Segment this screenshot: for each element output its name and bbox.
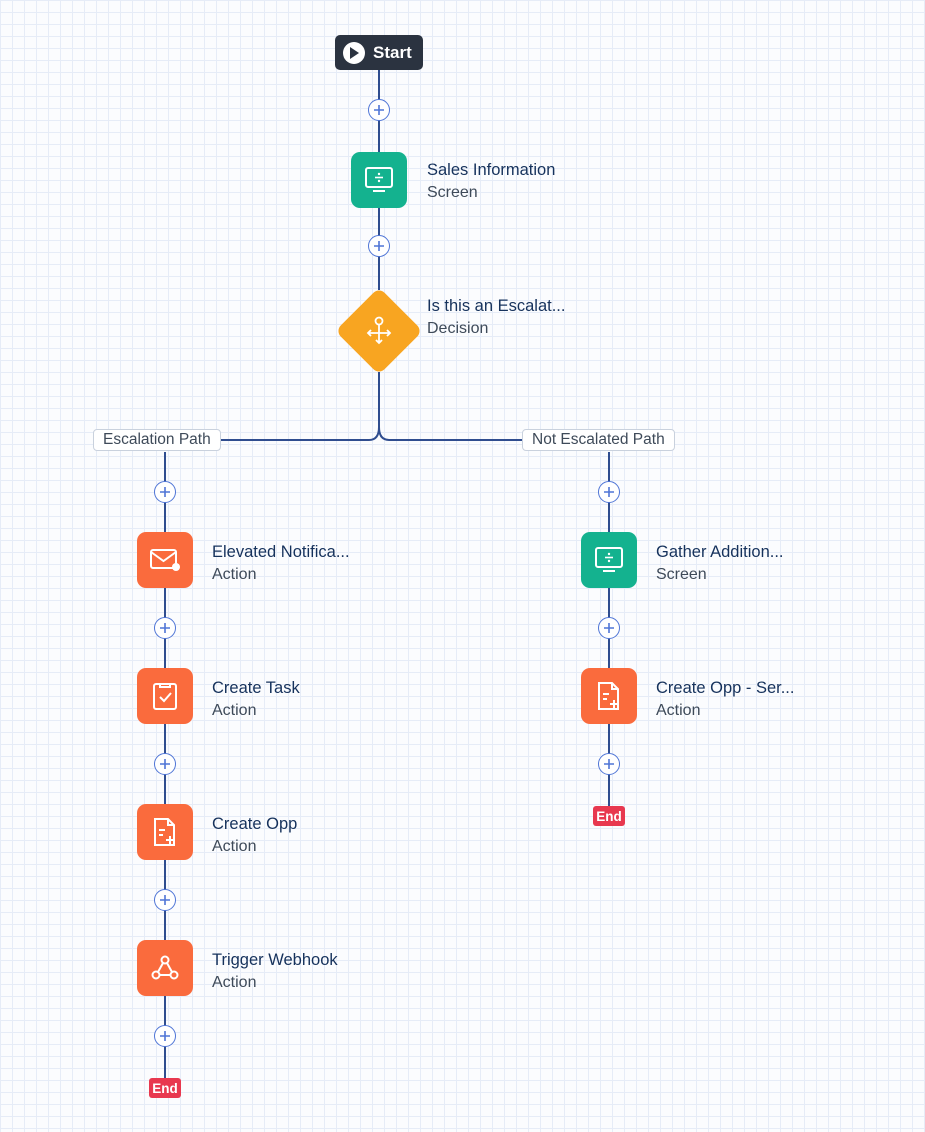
email-icon <box>150 549 180 571</box>
plus-icon <box>374 105 384 115</box>
add-element-button[interactable] <box>154 753 176 775</box>
node-title: Create Task <box>212 679 300 697</box>
add-element-button[interactable] <box>368 99 390 121</box>
action-node-create-task[interactable] <box>137 668 193 724</box>
node-type: Action <box>212 702 257 719</box>
node-label: Is this an Escalat... Decision <box>427 296 565 339</box>
screen-icon <box>595 547 623 572</box>
plus-icon <box>160 623 170 633</box>
node-type: Screen <box>427 184 478 201</box>
add-element-button[interactable] <box>598 753 620 775</box>
node-type: Action <box>212 974 257 991</box>
screen-node-gather-additional[interactable] <box>581 532 637 588</box>
branch-connector <box>165 426 609 441</box>
create-record-icon <box>598 682 619 710</box>
node-type: Action <box>656 702 701 719</box>
node-type: Screen <box>656 566 707 583</box>
decision-icon <box>366 316 392 345</box>
path-label-not-escalated[interactable]: Not Escalated Path <box>522 429 675 451</box>
path-label-escalation[interactable]: Escalation Path <box>93 429 221 451</box>
add-element-button[interactable] <box>598 481 620 503</box>
add-element-button[interactable] <box>154 889 176 911</box>
action-node-create-opp-service[interactable] <box>581 668 637 724</box>
end-node[interactable]: End <box>149 1078 181 1098</box>
node-title: Create Opp - Ser... <box>656 679 795 697</box>
start-node[interactable]: Start <box>335 35 423 70</box>
plus-icon <box>160 1031 170 1041</box>
add-element-button[interactable] <box>598 617 620 639</box>
node-label: Create Opp Action <box>212 814 297 857</box>
node-title: Gather Addition... <box>656 543 784 561</box>
node-label: Gather Addition... Screen <box>656 542 784 585</box>
node-label: Create Opp - Ser... Action <box>656 678 794 721</box>
node-type: Decision <box>427 320 489 337</box>
plus-icon <box>374 241 384 251</box>
create-record-icon <box>154 818 175 846</box>
node-title: Trigger Webhook <box>212 951 338 969</box>
node-label: Elevated Notifica... Action <box>212 542 350 585</box>
node-title: Is this an Escalat... <box>427 297 566 315</box>
action-node-elevated-notification[interactable] <box>137 532 193 588</box>
plus-icon <box>160 759 170 769</box>
start-label: Start <box>373 42 412 62</box>
webhook-icon <box>151 955 179 980</box>
end-node[interactable]: End <box>593 806 625 826</box>
action-node-trigger-webhook[interactable] <box>137 940 193 996</box>
node-title: Create Opp <box>212 815 298 833</box>
node-label: Create Task Action <box>212 678 300 721</box>
plus-icon <box>160 487 170 497</box>
add-element-button[interactable] <box>154 617 176 639</box>
screen-icon <box>365 167 393 192</box>
plus-icon <box>160 895 170 905</box>
node-type: Action <box>212 566 257 583</box>
node-title: Elevated Notifica... <box>212 543 350 561</box>
start-play-icon <box>343 41 365 64</box>
node-type: Action <box>212 838 257 855</box>
plus-icon <box>604 759 614 769</box>
node-title: Sales Information <box>427 161 556 179</box>
add-element-button[interactable] <box>368 235 390 257</box>
node-label: Trigger Webhook Action <box>212 950 338 993</box>
task-icon <box>153 683 177 710</box>
node-label: Sales Information Screen <box>427 160 555 203</box>
plus-icon <box>604 487 614 497</box>
screen-node-sales-information[interactable] <box>351 152 407 208</box>
add-element-button[interactable] <box>154 481 176 503</box>
action-node-create-opp[interactable] <box>137 804 193 860</box>
add-element-button[interactable] <box>154 1025 176 1047</box>
plus-icon <box>604 623 614 633</box>
decision-node[interactable] <box>335 287 423 375</box>
